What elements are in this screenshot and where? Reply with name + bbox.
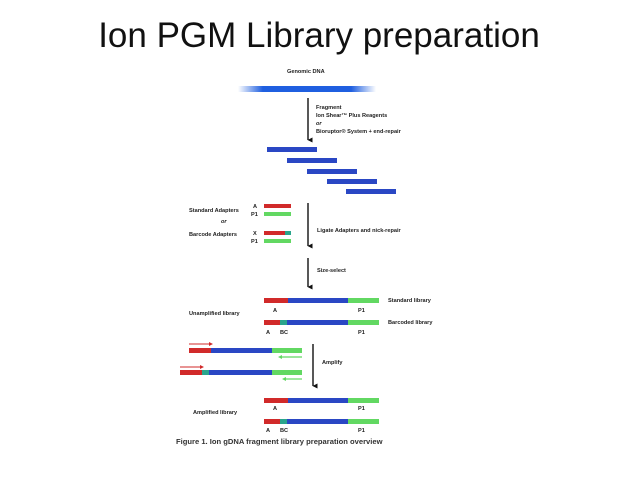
slide-title: Ion PGM Library preparation bbox=[98, 16, 540, 55]
unamp-p1-tag-2: P1 bbox=[358, 330, 365, 336]
unamp-barcoded-red bbox=[264, 320, 280, 325]
or-label-2: or bbox=[221, 219, 227, 225]
amp-p1-tag-1: P1 bbox=[358, 406, 365, 412]
shear-reagents-label: Ion Shear™ Plus Reagents bbox=[316, 113, 387, 119]
unamp-barcoded-blue bbox=[287, 320, 348, 325]
amplified-library-label: Amplified library bbox=[193, 410, 238, 416]
standard-library-label: Standard library bbox=[388, 298, 432, 304]
dna-fragment-2 bbox=[287, 158, 337, 163]
amp-strand-1-green bbox=[272, 348, 302, 353]
dna-fragment-4 bbox=[327, 179, 377, 184]
barcode-adapter-p1-bar bbox=[264, 239, 291, 243]
primer-arrow-top-head bbox=[209, 342, 213, 346]
unamp-standard-red bbox=[264, 298, 288, 303]
amp-barcoded-teal bbox=[280, 419, 287, 424]
amp-a-tag-2: A bbox=[266, 428, 270, 434]
genomic-dna-strand bbox=[238, 86, 376, 92]
or-label-1: or bbox=[316, 121, 322, 127]
figure-caption: Figure 1. Ion gDNA fragment library prep… bbox=[176, 437, 383, 446]
primer-arrow-green-2-head bbox=[282, 377, 286, 381]
amp-standard-red bbox=[264, 398, 288, 403]
amp-strand-1-blue bbox=[211, 348, 272, 353]
amp-strand-2-blue bbox=[209, 370, 272, 375]
unamp-bc-tag-2: BC bbox=[280, 330, 288, 336]
dna-fragment-1 bbox=[267, 147, 317, 152]
amp-strand-1-red bbox=[189, 348, 211, 353]
amp-strand-2-red bbox=[180, 370, 202, 375]
size-select-label: Size-select bbox=[317, 268, 346, 274]
barcode-adapters-label: Barcode Adapters bbox=[189, 232, 237, 238]
unamp-a-tag-2: A bbox=[266, 330, 270, 336]
fragment-label: Fragment bbox=[316, 105, 342, 111]
amp-bc-tag-2: BC bbox=[280, 428, 288, 434]
genomic-dna-label: Genomic DNA bbox=[287, 69, 325, 75]
amplify-label: Amplify bbox=[322, 360, 343, 366]
amp-barcoded-blue bbox=[287, 419, 348, 424]
adapter-a-bar bbox=[264, 204, 291, 208]
amp-a-tag-1: A bbox=[273, 406, 277, 412]
barcoded-library-label: Barcoded library bbox=[388, 320, 433, 326]
adapter-a-tag: A bbox=[253, 204, 257, 210]
unamp-p1-tag-1: P1 bbox=[358, 308, 365, 314]
amp-standard-blue bbox=[288, 398, 348, 403]
adapter-p1-bar bbox=[264, 212, 291, 216]
primer-arrow-green-1-head bbox=[278, 355, 282, 359]
unamp-barcoded-teal bbox=[280, 320, 287, 325]
amp-standard-green bbox=[348, 398, 379, 403]
ligate-label: Ligate Adapters and nick-repair bbox=[317, 228, 402, 234]
amp-strand-2-teal bbox=[202, 370, 209, 375]
adapter-p1-tag: P1 bbox=[251, 212, 258, 218]
amp-barcoded-red bbox=[264, 419, 280, 424]
unamplified-library-label: Unamplified library bbox=[189, 311, 241, 317]
unamp-barcoded-green bbox=[348, 320, 379, 325]
unamp-standard-blue bbox=[288, 298, 348, 303]
standard-adapters-label: Standard Adapters bbox=[189, 208, 239, 214]
amp-strand-2-green bbox=[272, 370, 302, 375]
bioruptor-label: Bioruptor® System + end-repair bbox=[316, 128, 402, 135]
amp-p1-tag-2: P1 bbox=[358, 428, 365, 434]
dna-fragment-5 bbox=[346, 189, 396, 194]
barcode-adapter-teal-bar bbox=[285, 231, 291, 235]
primer-arrow-bottom-head bbox=[200, 365, 204, 369]
amp-barcoded-green bbox=[348, 419, 379, 424]
dna-fragment-3 bbox=[307, 169, 357, 174]
adapter-x-tag: X bbox=[253, 231, 257, 237]
unamp-a-tag-1: A bbox=[273, 308, 277, 314]
unamp-standard-green bbox=[348, 298, 379, 303]
adapter-p1-tag-2: P1 bbox=[251, 239, 258, 245]
barcode-adapter-red-bar bbox=[264, 231, 285, 235]
